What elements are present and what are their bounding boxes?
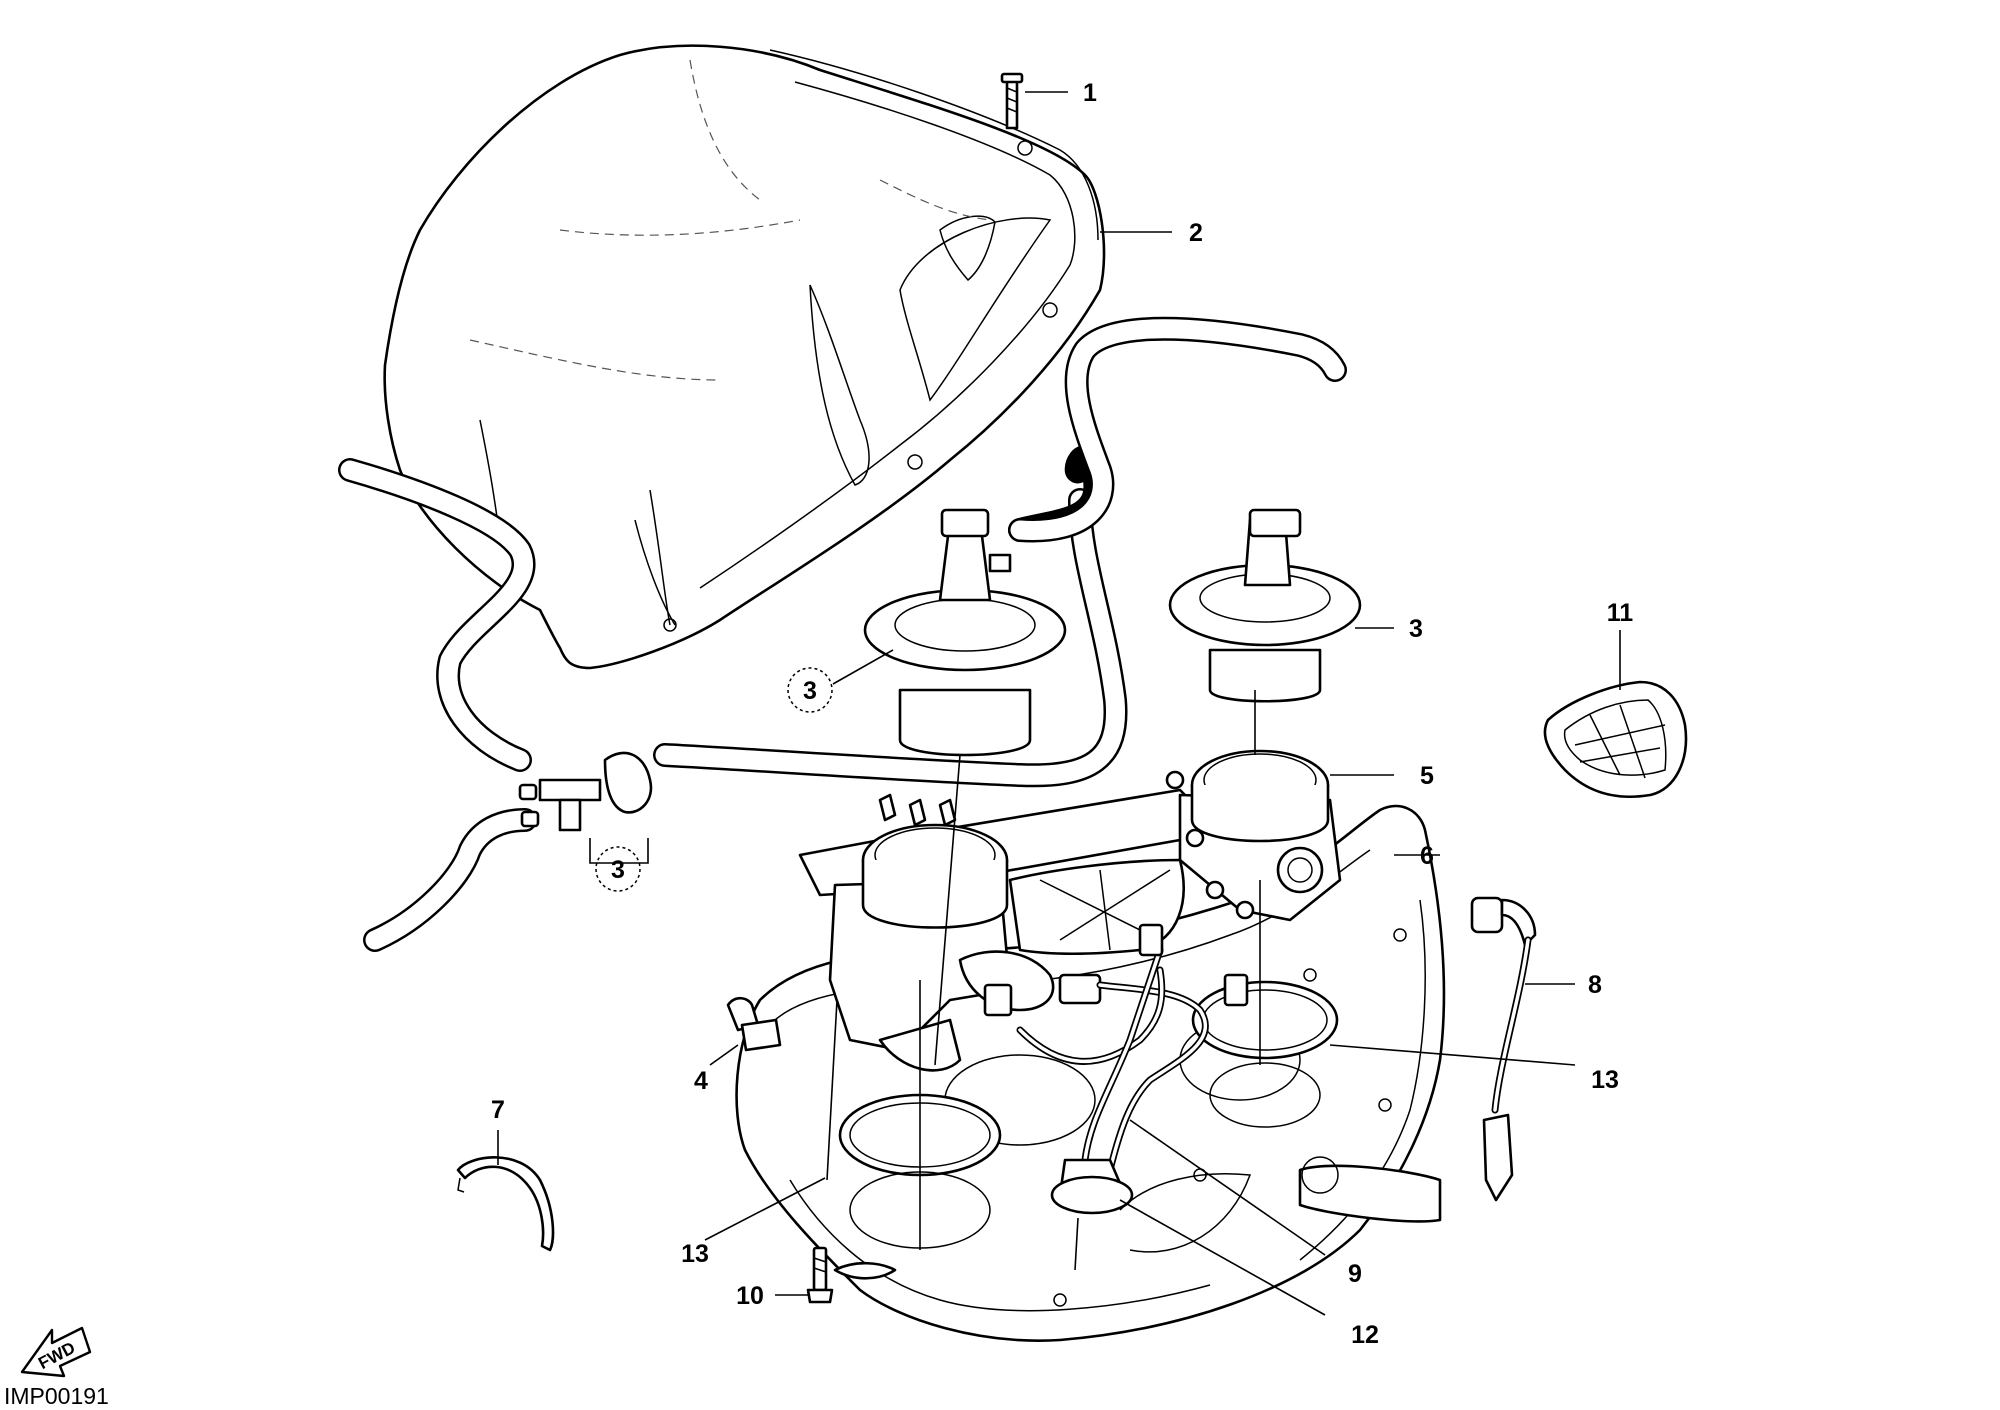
grommet-4: [726, 996, 782, 1052]
leader-lines: [497, 91, 1621, 1316]
callout-1: 1: [1083, 79, 1097, 107]
callout-9: 9: [1348, 1260, 1362, 1288]
callout-13-right: 13: [1591, 1066, 1619, 1094]
callout-10: 10: [736, 1282, 764, 1310]
callout-11: 11: [1607, 599, 1634, 627]
cover-screw: [1000, 72, 1024, 130]
callout-2: 2: [1189, 219, 1203, 247]
sensor-harness: [983, 923, 1249, 1215]
airbox-cover: [383, 44, 1106, 670]
callout-13-left: 13: [681, 1240, 709, 1268]
forward-arrow-icon: FWD: [20, 1326, 92, 1378]
callout-3-lower: 3: [611, 856, 625, 884]
callout-3-right: 3: [1409, 615, 1423, 643]
drawing-id: IMP00191: [4, 1383, 109, 1409]
callout-labels: 1 2 3 3 3 4 5 6 7 8 9 10 11 12 13 13: [491, 79, 1633, 1349]
callout-3-circled: 3: [803, 677, 817, 705]
clamp-strip-7: [456, 1156, 555, 1252]
injector-right: [1168, 508, 1362, 703]
air-filter-11: [1543, 680, 1688, 799]
callout-4: 4: [694, 1067, 708, 1095]
callout-12: 12: [1351, 1321, 1379, 1349]
sensor-lead-8: [1470, 896, 1537, 1202]
callout-8: 8: [1588, 971, 1602, 999]
callout-5: 5: [1420, 762, 1434, 790]
callout-7: 7: [491, 1096, 505, 1124]
screw-10: [806, 1246, 834, 1304]
injector-left: [863, 508, 1067, 757]
breather-hoses: [338, 316, 1347, 952]
callout-6: 6: [1420, 842, 1434, 870]
